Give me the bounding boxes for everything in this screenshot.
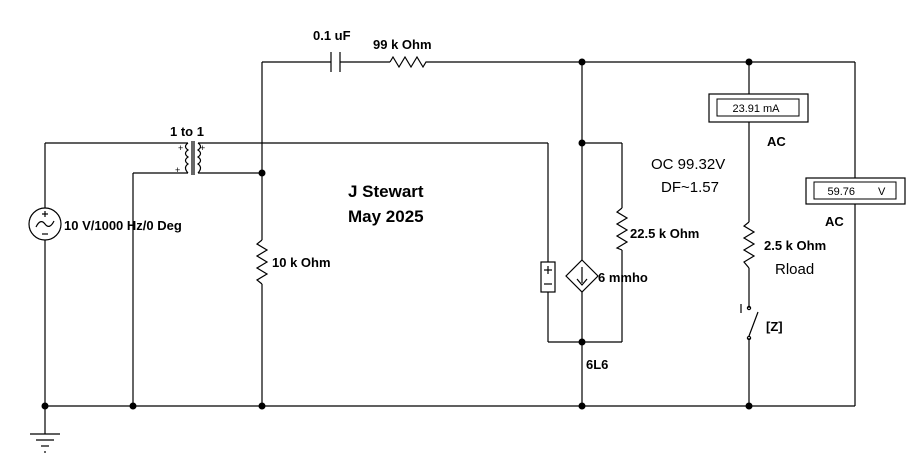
control-voltage-probe[interactable] (540, 261, 556, 293)
resistor-grid[interactable] (255, 239, 269, 285)
junction-dot (129, 402, 137, 410)
transconductance-label: 6 mmho (598, 270, 648, 285)
svg-text:+: + (200, 143, 205, 153)
junction-dot (578, 58, 586, 66)
author-text: J Stewart (348, 182, 424, 201)
transformer[interactable]: + + + (175, 141, 205, 175)
transformer-label: 1 to 1 (170, 124, 204, 139)
resistor-series[interactable] (389, 55, 428, 69)
junction-dot (745, 58, 753, 66)
voltmeter-value: 59.76 (827, 186, 855, 198)
ac-source[interactable] (28, 207, 62, 241)
junction-dot (578, 139, 586, 147)
resistor-load-value: 2.5 k Ohm (764, 238, 826, 253)
junction-dot (745, 402, 753, 410)
date-text: May 2025 (348, 207, 424, 226)
dependent-current-source[interactable] (565, 259, 599, 293)
tube-label: 6L6 (586, 357, 608, 372)
junction-dot (41, 402, 49, 410)
resistor-load[interactable] (742, 221, 756, 269)
voltmeter-mode: AC (825, 214, 844, 229)
oc-voltage-text: OC 99.32V (651, 156, 725, 173)
resistor-grid-label: 10 k Ohm (272, 255, 331, 270)
resistor-plate-label: 22.5 k Ohm (630, 226, 699, 241)
wires (44, 61, 856, 434)
ground-symbol (30, 433, 60, 453)
voltmeter-unit: V (878, 186, 886, 198)
damping-factor-text: DF~1.57 (661, 179, 719, 196)
ammeter[interactable]: 23.91 mA (708, 93, 809, 123)
svg-text:+: + (178, 143, 183, 153)
load-switch[interactable] (740, 304, 759, 341)
ammeter-mode: AC (767, 134, 786, 149)
junction-dot (578, 338, 586, 346)
junction-dots (41, 58, 753, 410)
source-label: 10 V/1000 Hz/0 Deg (64, 218, 182, 233)
junction-dot (258, 169, 266, 177)
voltmeter[interactable]: 59.76 V (805, 177, 906, 205)
resistor-load-name: Rload (775, 261, 814, 278)
resistor-series-label: 99 k Ohm (373, 37, 432, 52)
ammeter-value: 23.91 (732, 103, 760, 115)
svg-text:+: + (175, 165, 180, 175)
capacitor-label: 0.1 uF (313, 28, 351, 43)
ammeter-unit: mA (763, 103, 780, 115)
junction-dot (258, 402, 266, 410)
resistor-plate[interactable] (615, 207, 629, 251)
capacitor[interactable] (330, 52, 341, 72)
switch-key-label: [Z] (766, 319, 783, 334)
junction-dot (578, 402, 586, 410)
